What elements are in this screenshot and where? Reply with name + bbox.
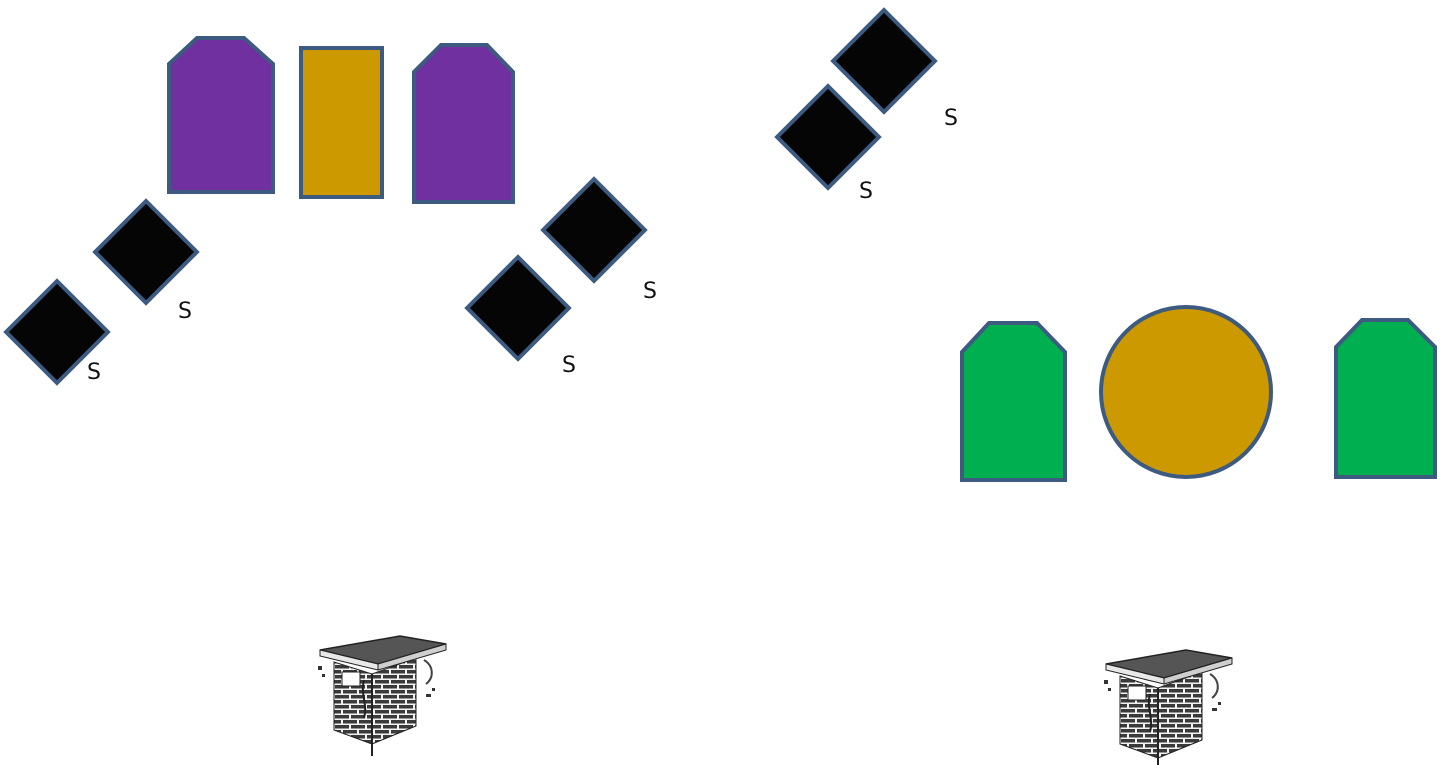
- s-label: S: [562, 353, 576, 378]
- black-diamond-tile: [95, 201, 197, 303]
- gold-circle: [1101, 307, 1271, 477]
- gold-rectangle-card: [301, 48, 382, 197]
- black-diamond-tile: [833, 10, 935, 112]
- brick-chimney-icon: [1104, 650, 1232, 765]
- green-pentagon-card: [962, 323, 1065, 480]
- s-label: S: [944, 106, 958, 131]
- brick-chimney-icon: [318, 636, 446, 756]
- s-label: S: [87, 360, 101, 385]
- s-label: S: [859, 179, 873, 204]
- purple-pentagon-card: [414, 45, 513, 202]
- green-pentagon-card: [1336, 320, 1435, 477]
- s-label: S: [178, 299, 192, 324]
- s-label: S: [643, 279, 657, 304]
- black-diamond-tile: [777, 86, 879, 188]
- black-diamond-tile: [543, 179, 645, 281]
- purple-pentagon-card: [169, 38, 273, 192]
- black-diamond-tile: [467, 257, 569, 359]
